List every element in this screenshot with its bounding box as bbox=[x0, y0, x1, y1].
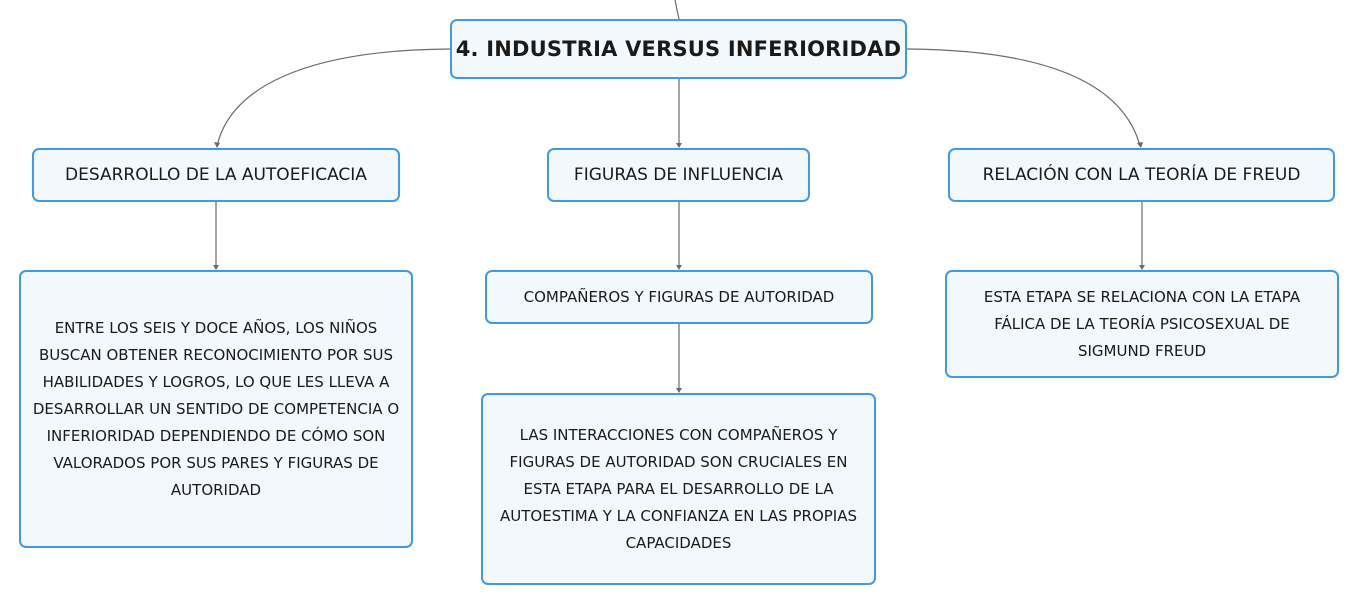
arrowhead-figuras bbox=[676, 143, 682, 148]
arrowhead-freud-detail bbox=[1139, 265, 1145, 270]
branch-relacion-freud[interactable]: RELACIÓN CON LA TEORÍA DE FREUD bbox=[948, 148, 1335, 202]
arrowhead-companeros bbox=[676, 265, 682, 270]
detail-interacciones-text: LAS INTERACCIONES CON COMPAÑEROS Y FIGUR… bbox=[499, 425, 857, 552]
detail-freud-text: ESTA ETAPA SE RELACIONA CON LA ETAPA FÁL… bbox=[983, 287, 1301, 360]
arrowhead-freud bbox=[1137, 142, 1143, 148]
connector-root-desarrollo bbox=[216, 48, 451, 147]
subtopic-companeros[interactable]: COMPAÑEROS Y FIGURAS DE AUTORIDAD bbox=[485, 270, 873, 324]
detail-desarrollo[interactable]: ENTRE LOS SEIS Y DOCE AÑOS, LOS NIÑOS BU… bbox=[19, 270, 413, 548]
detail-interacciones[interactable]: LAS INTERACCIONES CON COMPAÑEROS Y FIGUR… bbox=[481, 393, 876, 585]
branch-freud-label: RELACIÓN CON LA TEORÍA DE FREUD bbox=[982, 165, 1301, 185]
branch-desarrollo-autoeficacia[interactable]: DESARROLLO DE LA AUTOEFICACIA bbox=[32, 148, 400, 202]
arrowhead-desarrollo bbox=[214, 142, 220, 148]
branch-desarrollo-label: DESARROLLO DE LA AUTOEFICACIA bbox=[65, 165, 367, 185]
arrowhead-desarrollo-detail bbox=[213, 265, 219, 270]
branch-figuras-influencia[interactable]: FIGURAS DE INFLUENCIA bbox=[547, 148, 810, 202]
detail-freud[interactable]: ESTA ETAPA SE RELACIONA CON LA ETAPA FÁL… bbox=[945, 270, 1339, 378]
subtopic-companeros-label: COMPAÑEROS Y FIGURAS DE AUTORIDAD bbox=[523, 288, 835, 306]
detail-desarrollo-text: ENTRE LOS SEIS Y DOCE AÑOS, LOS NIÑOS BU… bbox=[32, 318, 400, 499]
connector-root-freud bbox=[906, 48, 1141, 147]
branch-figuras-label: FIGURAS DE INFLUENCIA bbox=[573, 165, 784, 185]
root-topic-label: 4. INDUSTRIA VERSUS INFERIORIDAD bbox=[455, 37, 902, 61]
root-topic[interactable]: 4. INDUSTRIA VERSUS INFERIORIDAD bbox=[450, 19, 907, 79]
arrowhead-interacciones bbox=[676, 388, 682, 393]
connector-incoming bbox=[674, 0, 680, 20]
